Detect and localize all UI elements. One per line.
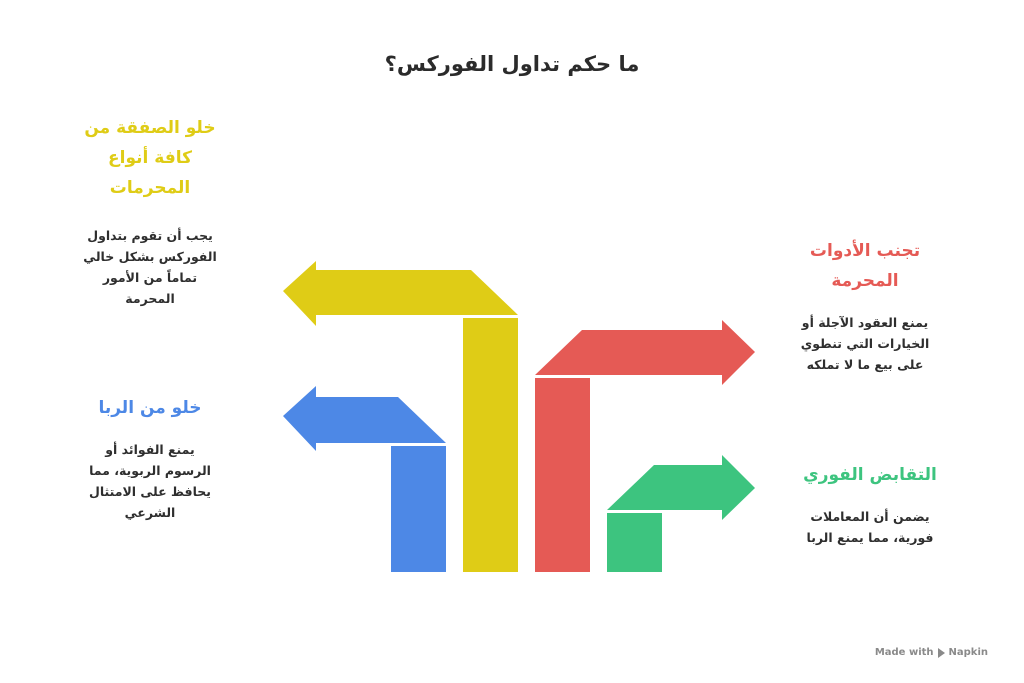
item-red-description: يمنع العقود الآجلة أو الخيارات التي تنطو…	[800, 315, 930, 372]
blue-arrow	[283, 386, 446, 572]
green-bar	[607, 513, 662, 572]
napkin-logo-icon	[937, 647, 945, 658]
item-green-heading: التقابض الفوري	[803, 465, 937, 485]
item-yellow-description: يجب أن تقوم بتداول الفوركس بشكل خالي تما…	[83, 228, 217, 306]
footer-attribution: Made with Napkin	[875, 647, 988, 658]
item-blue-description: يمنع الفوائد أو الرسوم الربوية، مما يحاف…	[88, 442, 212, 520]
made-with-label: Made with	[874, 647, 934, 658]
item-yellow: خلو الصفقة من كافة أنواع المحرمات يجب أن…	[55, 113, 245, 309]
blue-arrow-head	[283, 386, 446, 451]
red-bar	[535, 378, 590, 572]
item-red-heading: تجنب الأدوات المحرمة	[809, 241, 921, 291]
item-green-description: يضمن أن المعاملات فورية، مما يمنع الربا	[806, 509, 934, 545]
item-green: التقابض الفوري يضمن أن المعاملات فورية، …	[775, 460, 965, 548]
yellow-arrow	[283, 261, 518, 572]
blue-bar	[391, 446, 446, 572]
yellow-arrow-head	[283, 261, 518, 326]
item-blue: خلو من الربا يمنع الفوائد أو الرسوم الرب…	[55, 393, 245, 523]
item-red: تجنب الأدوات المحرمة يمنع العقود الآجلة …	[765, 236, 965, 375]
diagram-title: ما حكم تداول الفوركس؟	[384, 52, 640, 76]
red-arrow-head	[535, 320, 755, 385]
green-arrow-head	[607, 455, 755, 520]
item-yellow-heading: خلو الصفقة من كافة أنواع المحرمات	[84, 118, 216, 198]
red-arrow	[535, 320, 755, 572]
brand-label: Napkin	[948, 647, 988, 658]
green-arrow	[607, 455, 755, 572]
item-blue-heading: خلو من الربا	[98, 398, 202, 418]
yellow-bar	[463, 318, 518, 572]
